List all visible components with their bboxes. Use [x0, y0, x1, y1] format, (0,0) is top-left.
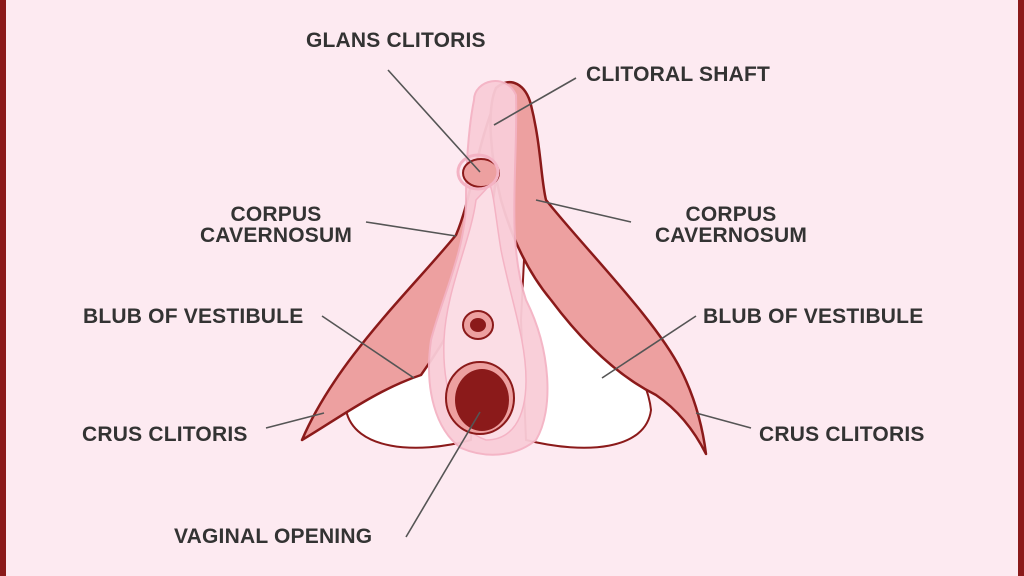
urethral-opening-inner [470, 318, 486, 332]
leader-vaginal-opening [405, 411, 481, 538]
label-corpus-left-line1: CORPUS [230, 203, 322, 226]
label-corpus-right-line1: CORPUS [685, 203, 777, 226]
label-bulb-of-vestibule-left: BLUB OF VESTIBULE [83, 305, 304, 328]
label-glans-clitoris: GLANS CLITORIS [306, 29, 486, 52]
label-corpus-right-line2: CAVERNOSUM [654, 224, 808, 247]
leader-corpus-left [365, 221, 457, 237]
label-vaginal-opening: VAGINAL OPENING [174, 525, 373, 548]
leader-glans [387, 69, 481, 173]
leader-bulb-right [601, 315, 697, 379]
leader-crus-left [265, 412, 325, 429]
label-bulb-of-vestibule-right: BLUB OF VESTIBULE [703, 305, 924, 328]
label-clitoral-shaft: CLITORAL SHAFT [586, 63, 771, 86]
leader-lines [265, 69, 752, 538]
label-crus-clitoris-right: CRUS CLITORIS [759, 423, 925, 446]
leader-corpus-right [535, 199, 632, 223]
label-crus-clitoris-left: CRUS CLITORIS [82, 423, 248, 446]
vaginal-opening [455, 369, 509, 431]
label-corpus-cavernosum-right: CORPUS CAVERNOSUM [636, 204, 826, 246]
label-corpus-left-line2: CAVERNOSUM [199, 224, 353, 247]
leader-shaft [493, 77, 577, 126]
glans-hood [456, 153, 500, 191]
leader-crus-right [695, 412, 752, 429]
leader-bulb-left [321, 315, 415, 379]
label-corpus-cavernosum-left: CORPUS CAVERNOSUM [186, 204, 366, 246]
anatomy-illustration [265, 69, 752, 538]
